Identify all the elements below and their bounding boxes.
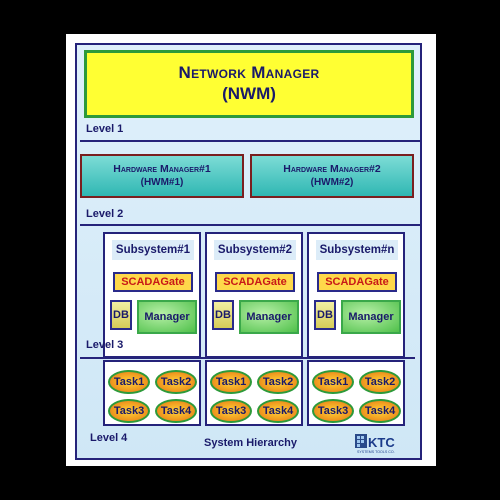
subsystem-n-manager: Manager [341, 300, 401, 334]
ktc-logo: KTC SYSTEMS TOOLS CO. [355, 434, 395, 454]
subsystem-1-scadagate: SCADAGate [113, 272, 193, 292]
subsystem-1-db: DB [110, 300, 132, 330]
subsystem-n-box: Subsystem#n SCADAGate DB Manager [307, 232, 405, 358]
subsystem-1-title: Subsystem#1 [112, 240, 194, 260]
level-2-label: Level 2 [86, 208, 124, 220]
subsystem-2-task-3: Task3 [210, 399, 252, 423]
subsystem-2-title: Subsystem#2 [214, 240, 296, 260]
subsystem-n-db: DB [314, 300, 336, 330]
subsystem-n-task-2: Task2 [359, 370, 401, 394]
level-1-divider [80, 140, 420, 142]
subsystem-2-scadagate: SCADAGate [215, 272, 295, 292]
subsystem-2-manager: Manager [239, 300, 299, 334]
hardware-manager-1-abbr: (HWM#1) [140, 177, 184, 188]
hardware-manager-2-name: Hardware Manager#2 [283, 163, 381, 175]
subsystem-2-task-4: Task4 [257, 399, 299, 423]
hardware-manager-1-name: Hardware Manager#1 [113, 163, 211, 175]
level-1-label: Level 1 [86, 123, 124, 135]
subsystem-n-task-4: Task4 [359, 399, 401, 423]
subsystem-2-db: DB [212, 300, 234, 330]
subsystem-1-tasks-box: Task1 Task2 Task3 Task4 [103, 360, 201, 426]
subsystem-2-box: Subsystem#2 SCADAGate DB Manager [205, 232, 303, 358]
level-3-label: Level 3 [86, 339, 124, 351]
subsystem-n-title: Subsystem#n [316, 240, 398, 260]
subsystem-n-task-3: Task3 [312, 399, 354, 423]
subsystem-n-scadagate: SCADAGate [317, 272, 397, 292]
svg-text:KTC: KTC [368, 435, 395, 450]
subsystem-2-task-1: Task1 [210, 370, 252, 394]
subsystem-2-task-2: Task2 [257, 370, 299, 394]
level-4-label: Level 4 [90, 432, 128, 444]
subsystem-1-task-4: Task4 [155, 399, 197, 423]
hardware-manager-1-box: Hardware Manager#1 (HWM#1) [80, 154, 244, 198]
subsystem-n-tasks-box: Task1 Task2 Task3 Task4 [307, 360, 405, 426]
level-3-divider [80, 357, 415, 359]
subsystem-2-tasks-box: Task1 Task2 Task3 Task4 [205, 360, 303, 426]
hardware-manager-2-box: Hardware Manager#2 (HWM#2) [250, 154, 414, 198]
network-manager-box: Network Manager (NWM) [84, 50, 414, 118]
subsystem-1-task-3: Task3 [108, 399, 150, 423]
svg-text:SYSTEMS TOOLS CO.: SYSTEMS TOOLS CO. [357, 450, 395, 454]
network-manager-title: Network Manager [178, 63, 320, 82]
subsystem-1-task-1: Task1 [108, 370, 150, 394]
subsystem-1-manager: Manager [137, 300, 197, 334]
network-manager-abbr: (NWM) [222, 84, 276, 103]
hardware-manager-2-abbr: (HWM#2) [310, 177, 354, 188]
level-2-divider [80, 224, 420, 226]
subsystem-n-task-1: Task1 [312, 370, 354, 394]
diagram-caption: System Hierarchy [204, 437, 297, 449]
subsystem-1-task-2: Task2 [155, 370, 197, 394]
